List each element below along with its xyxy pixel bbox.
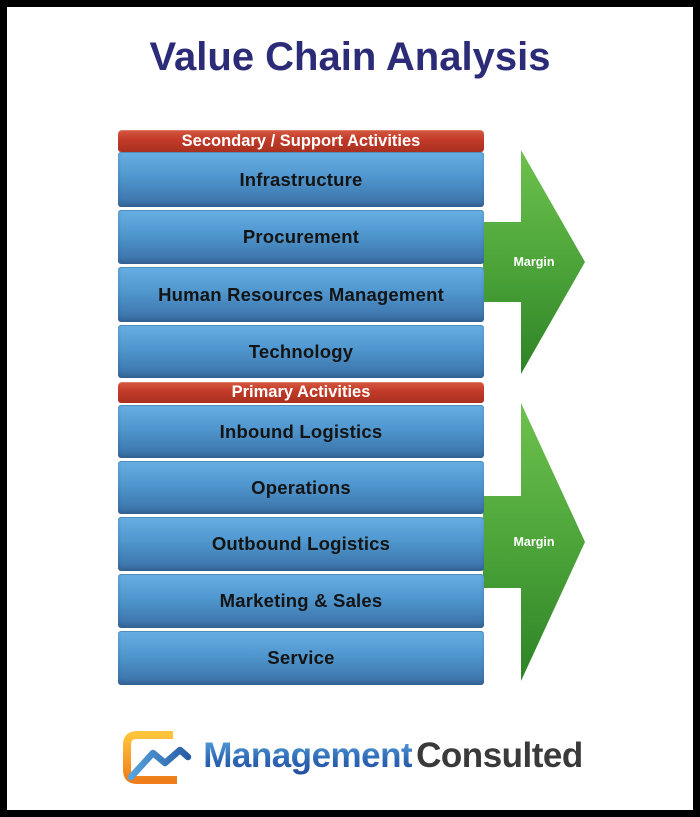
section-header-label: Primary Activities [231,383,371,401]
activity-bar-procurement: Procurement [118,210,484,264]
activity-label: Marketing & Sales [219,590,383,611]
brand-word-management: Management [203,735,413,775]
activity-label: Outbound Logistics [211,533,391,554]
page-title: Value Chain Analysis [149,35,551,79]
section-header-primary: Primary Activities [118,382,484,403]
brand-word-consulted: Consulted [416,735,583,775]
margin-arrow-primary [483,403,585,681]
activity-label: Infrastructure [239,168,363,190]
activity-bar-marketing-sales: Marketing & Sales [118,574,484,628]
margin-label-primary: Margin [513,535,555,549]
activity-bar-technology: Technology [118,325,484,378]
activity-bar-human-resources: Human Resources Management [118,267,484,322]
activity-label: Service [267,647,335,668]
activity-bar-outbound-logistics: Outbound Logistics [118,517,484,571]
line-chart-bracket-icon [123,731,192,784]
section-header-secondary-support: Secondary / Support Activities [118,130,484,152]
activity-label: Operations [251,476,351,498]
activity-bar-service: Service [118,631,484,685]
activity-bar-inbound-logistics: Inbound Logistics [118,405,484,458]
activity-label: Procurement [242,226,360,247]
margin-arrow-secondary [483,150,585,374]
section-header-label: Secondary / Support Activities [181,131,421,150]
activity-label: Technology [248,340,354,362]
activity-bar-infrastructure: Infrastructure [118,152,484,207]
margin-label-secondary: Margin [513,255,555,269]
activity-bar-operations: Operations [118,461,484,514]
activity-label: Human Resources Management [158,283,444,305]
activity-label: Inbound Logistics [219,420,383,442]
